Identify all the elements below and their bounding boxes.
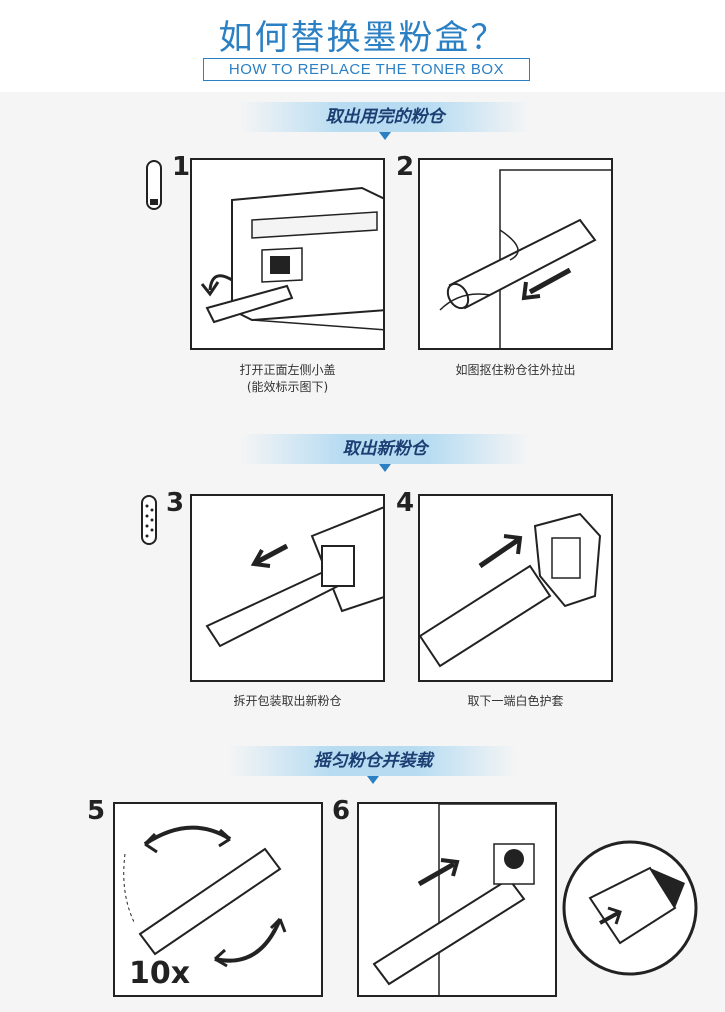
remove-protective-cap-drawing <box>420 512 602 668</box>
step-caption: 拆开包装取出新粉仓 <box>233 694 342 708</box>
step-caption: 打开正面左侧小盖 <box>239 363 336 377</box>
arrow-down-icon <box>379 132 391 140</box>
step-4-illustration <box>418 494 613 682</box>
section-heading: 摇匀粉仓并装载 <box>313 751 433 771</box>
step-caption: 取下一端白色护套 <box>467 694 564 708</box>
step-caption: 如图抠住粉仓往外拉出 <box>455 363 576 377</box>
section-heading: 取出用完的粉仓 <box>325 107 445 127</box>
unpack-cartridge-drawing <box>205 506 383 648</box>
step-3-illustration <box>190 494 385 682</box>
insert-detail-zoom-drawing <box>562 840 698 976</box>
banner-background <box>240 434 530 464</box>
new-toner-cartridge-icon <box>141 495 157 545</box>
banner-background <box>228 746 518 776</box>
step-number: 2 <box>396 152 415 182</box>
arrow-down-icon <box>367 776 379 784</box>
step-6-illustration <box>357 802 557 997</box>
page-title: 如何替换墨粉盒？ <box>218 18 507 58</box>
step-number: 4 <box>396 488 415 518</box>
step-number: 6 <box>332 796 351 826</box>
section-banner-shake-and-load: 摇匀粉仓并装载 <box>228 746 518 784</box>
copier-open-cover-drawing <box>200 186 383 331</box>
step-caption-note: (能效标示图下) <box>246 380 329 394</box>
pull-out-cartridge-drawing <box>439 169 611 348</box>
page-header: 如何替换墨粉盒？ HOW TO REPLACE THE TONER BOX <box>0 0 725 92</box>
section-banner-take-new: 取出新粉仓 <box>240 434 530 472</box>
step-number: 3 <box>166 488 185 518</box>
insert-cartridge-drawing <box>372 804 555 995</box>
page-subtitle: HOW TO REPLACE THE TONER BOX <box>203 58 530 81</box>
section-banner-remove-used: 取出用完的粉仓 <box>240 102 530 140</box>
section-heading: 取出新粉仓 <box>342 439 428 459</box>
step-number: 1 <box>172 152 191 182</box>
step-1-illustration <box>190 158 385 350</box>
arrow-down-icon <box>379 464 391 472</box>
banner-background <box>240 102 530 132</box>
step-number: 5 <box>87 796 106 826</box>
shake-count-label: 10x <box>129 956 191 991</box>
used-toner-cartridge-icon <box>146 160 162 210</box>
step-5-illustration: 10x <box>113 802 323 997</box>
step-2-illustration <box>418 158 613 350</box>
shake-cartridge-drawing <box>123 825 287 968</box>
